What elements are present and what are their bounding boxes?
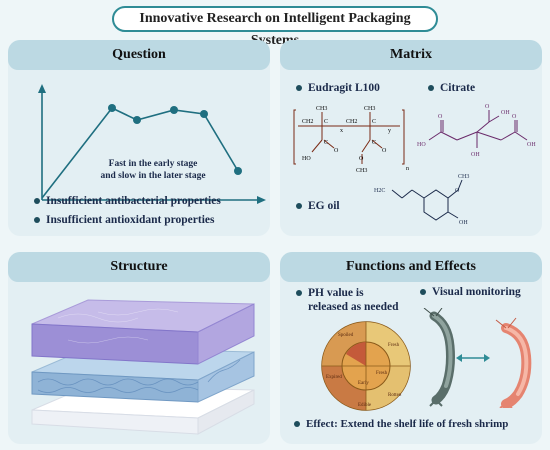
ph-line-2: released as needed: [308, 301, 399, 313]
ph-line-1-text: PH value is: [308, 287, 364, 299]
citrate-structure: OH HO OH OH O O O: [417, 104, 536, 158]
eudragit-atom: O: [382, 148, 387, 154]
citrate-atom: OH: [527, 142, 536, 148]
double-arrow-icon: [456, 354, 490, 362]
trend-annotation: Fast in the early stage and slow in the …: [78, 158, 228, 182]
eudragit-atom: CH3: [356, 168, 367, 174]
bullet-dot: [34, 217, 40, 224]
matrix-item-eg-oil: EG oil: [296, 200, 340, 212]
bullet-dot: [34, 198, 40, 205]
freshness-color-wheel: Spoiled Fresh Expired Edible Fresh Early…: [321, 321, 411, 411]
bullet-text: Insufficient antioxidant properties: [46, 214, 215, 226]
eudragit-atom: CH2: [302, 119, 313, 125]
bullet-dot: [420, 289, 426, 296]
functions-panel: Functions and Effects PH value is releas…: [280, 252, 542, 444]
eg-oil-atom: CH3: [458, 174, 469, 180]
matrix-panel: Matrix Eudragit L100 Citrate EG oil CH3 …: [280, 40, 542, 236]
film-layers-illustration: [31, 299, 255, 435]
eudragit-atom: HO: [302, 156, 311, 162]
matrix-item-eudragit: Eudragit L100: [296, 82, 380, 94]
citrate-atom: O: [512, 114, 517, 120]
bullet-dot: [296, 203, 302, 210]
wheel-label: Fresh: [388, 343, 400, 348]
question-heading: Question: [8, 40, 270, 70]
annotation-line-2: and slow in the later stage: [100, 171, 206, 181]
eudragit-atom: C: [372, 119, 376, 125]
question-bullet-2: Insufficient antioxidant properties: [34, 214, 214, 226]
eg-oil-structure: H2C O CH3 OH: [374, 174, 469, 226]
structure-panel: Structure: [8, 252, 270, 444]
eudragit-atom: n: [406, 166, 409, 172]
function-item-visual: Visual monitoring: [420, 286, 521, 298]
wheel-label: Fresh: [376, 371, 388, 376]
matrix-item-citrate: Citrate: [428, 82, 475, 94]
effect-text: Effect: Extend the shelf life of fresh s…: [306, 418, 509, 430]
wheel-label: Expired: [326, 375, 342, 380]
effect-statement: Effect: Extend the shelf life of fresh s…: [294, 418, 508, 430]
eudragit-atom: x: [340, 128, 343, 134]
citrate-atom: OH: [471, 152, 480, 158]
eudragit-atom: O: [334, 148, 339, 154]
citrate-atom: HO: [417, 142, 426, 148]
shrimp-comparison: [423, 308, 532, 408]
eg-oil-atom: OH: [459, 220, 468, 226]
eudragit-atom: CH3: [316, 106, 327, 112]
item-label: Eudragit L100: [308, 82, 380, 94]
eudragit-atom: CH3: [364, 106, 375, 112]
bullet-dot: [428, 85, 434, 92]
question-panel: Question Fast in the early stage and slo…: [8, 40, 270, 236]
eudragit-atom: C: [324, 119, 328, 125]
eudragit-atom: y: [388, 128, 391, 134]
eudragit-atom: C: [324, 140, 328, 146]
page-title: Innovative Research on Intelligent Packa…: [112, 6, 438, 48]
eudragit-structure: CH3 CH3 CH2 CH2 C C C C HO O O O CH3 x y…: [293, 106, 409, 174]
citrate-atom: O: [485, 104, 490, 110]
item-label: EG oil: [308, 200, 340, 212]
fresh-shrimp-icon: [423, 308, 455, 407]
functions-heading: Functions and Effects: [280, 252, 542, 282]
bullet-dot: [296, 290, 302, 297]
structure-heading: Structure: [8, 252, 270, 282]
bullet-dot: [296, 85, 302, 92]
ph-line-1: PH value is: [296, 286, 399, 300]
wheel-label: Early: [358, 381, 369, 386]
citrate-atom: OH: [501, 110, 510, 116]
wheel-label: Spoiled: [338, 333, 354, 338]
question-bullet-1: Insufficient antibacterial properties: [34, 195, 221, 207]
item-label: Citrate: [440, 82, 476, 94]
wheel-label: Rotten: [388, 393, 402, 398]
eg-oil-atom: H2C: [374, 188, 385, 194]
spoiled-shrimp-icon: [495, 317, 532, 408]
wheel-label: Edible: [358, 403, 372, 408]
visual-text: Visual monitoring: [432, 286, 521, 298]
eudragit-atom: C: [372, 140, 376, 146]
release-trend-graph: [38, 84, 266, 204]
annotation-line-1: Fast in the early stage: [108, 159, 198, 169]
bullet-dot: [294, 421, 300, 428]
function-item-ph: PH value is released as needed: [296, 286, 399, 314]
citrate-atom: O: [438, 114, 443, 120]
matrix-heading: Matrix: [280, 40, 542, 70]
bullet-text: Insufficient antibacterial properties: [46, 195, 221, 207]
eudragit-atom: O: [359, 156, 364, 162]
eudragit-atom: CH2: [346, 119, 357, 125]
eg-oil-atom: O: [455, 188, 460, 194]
